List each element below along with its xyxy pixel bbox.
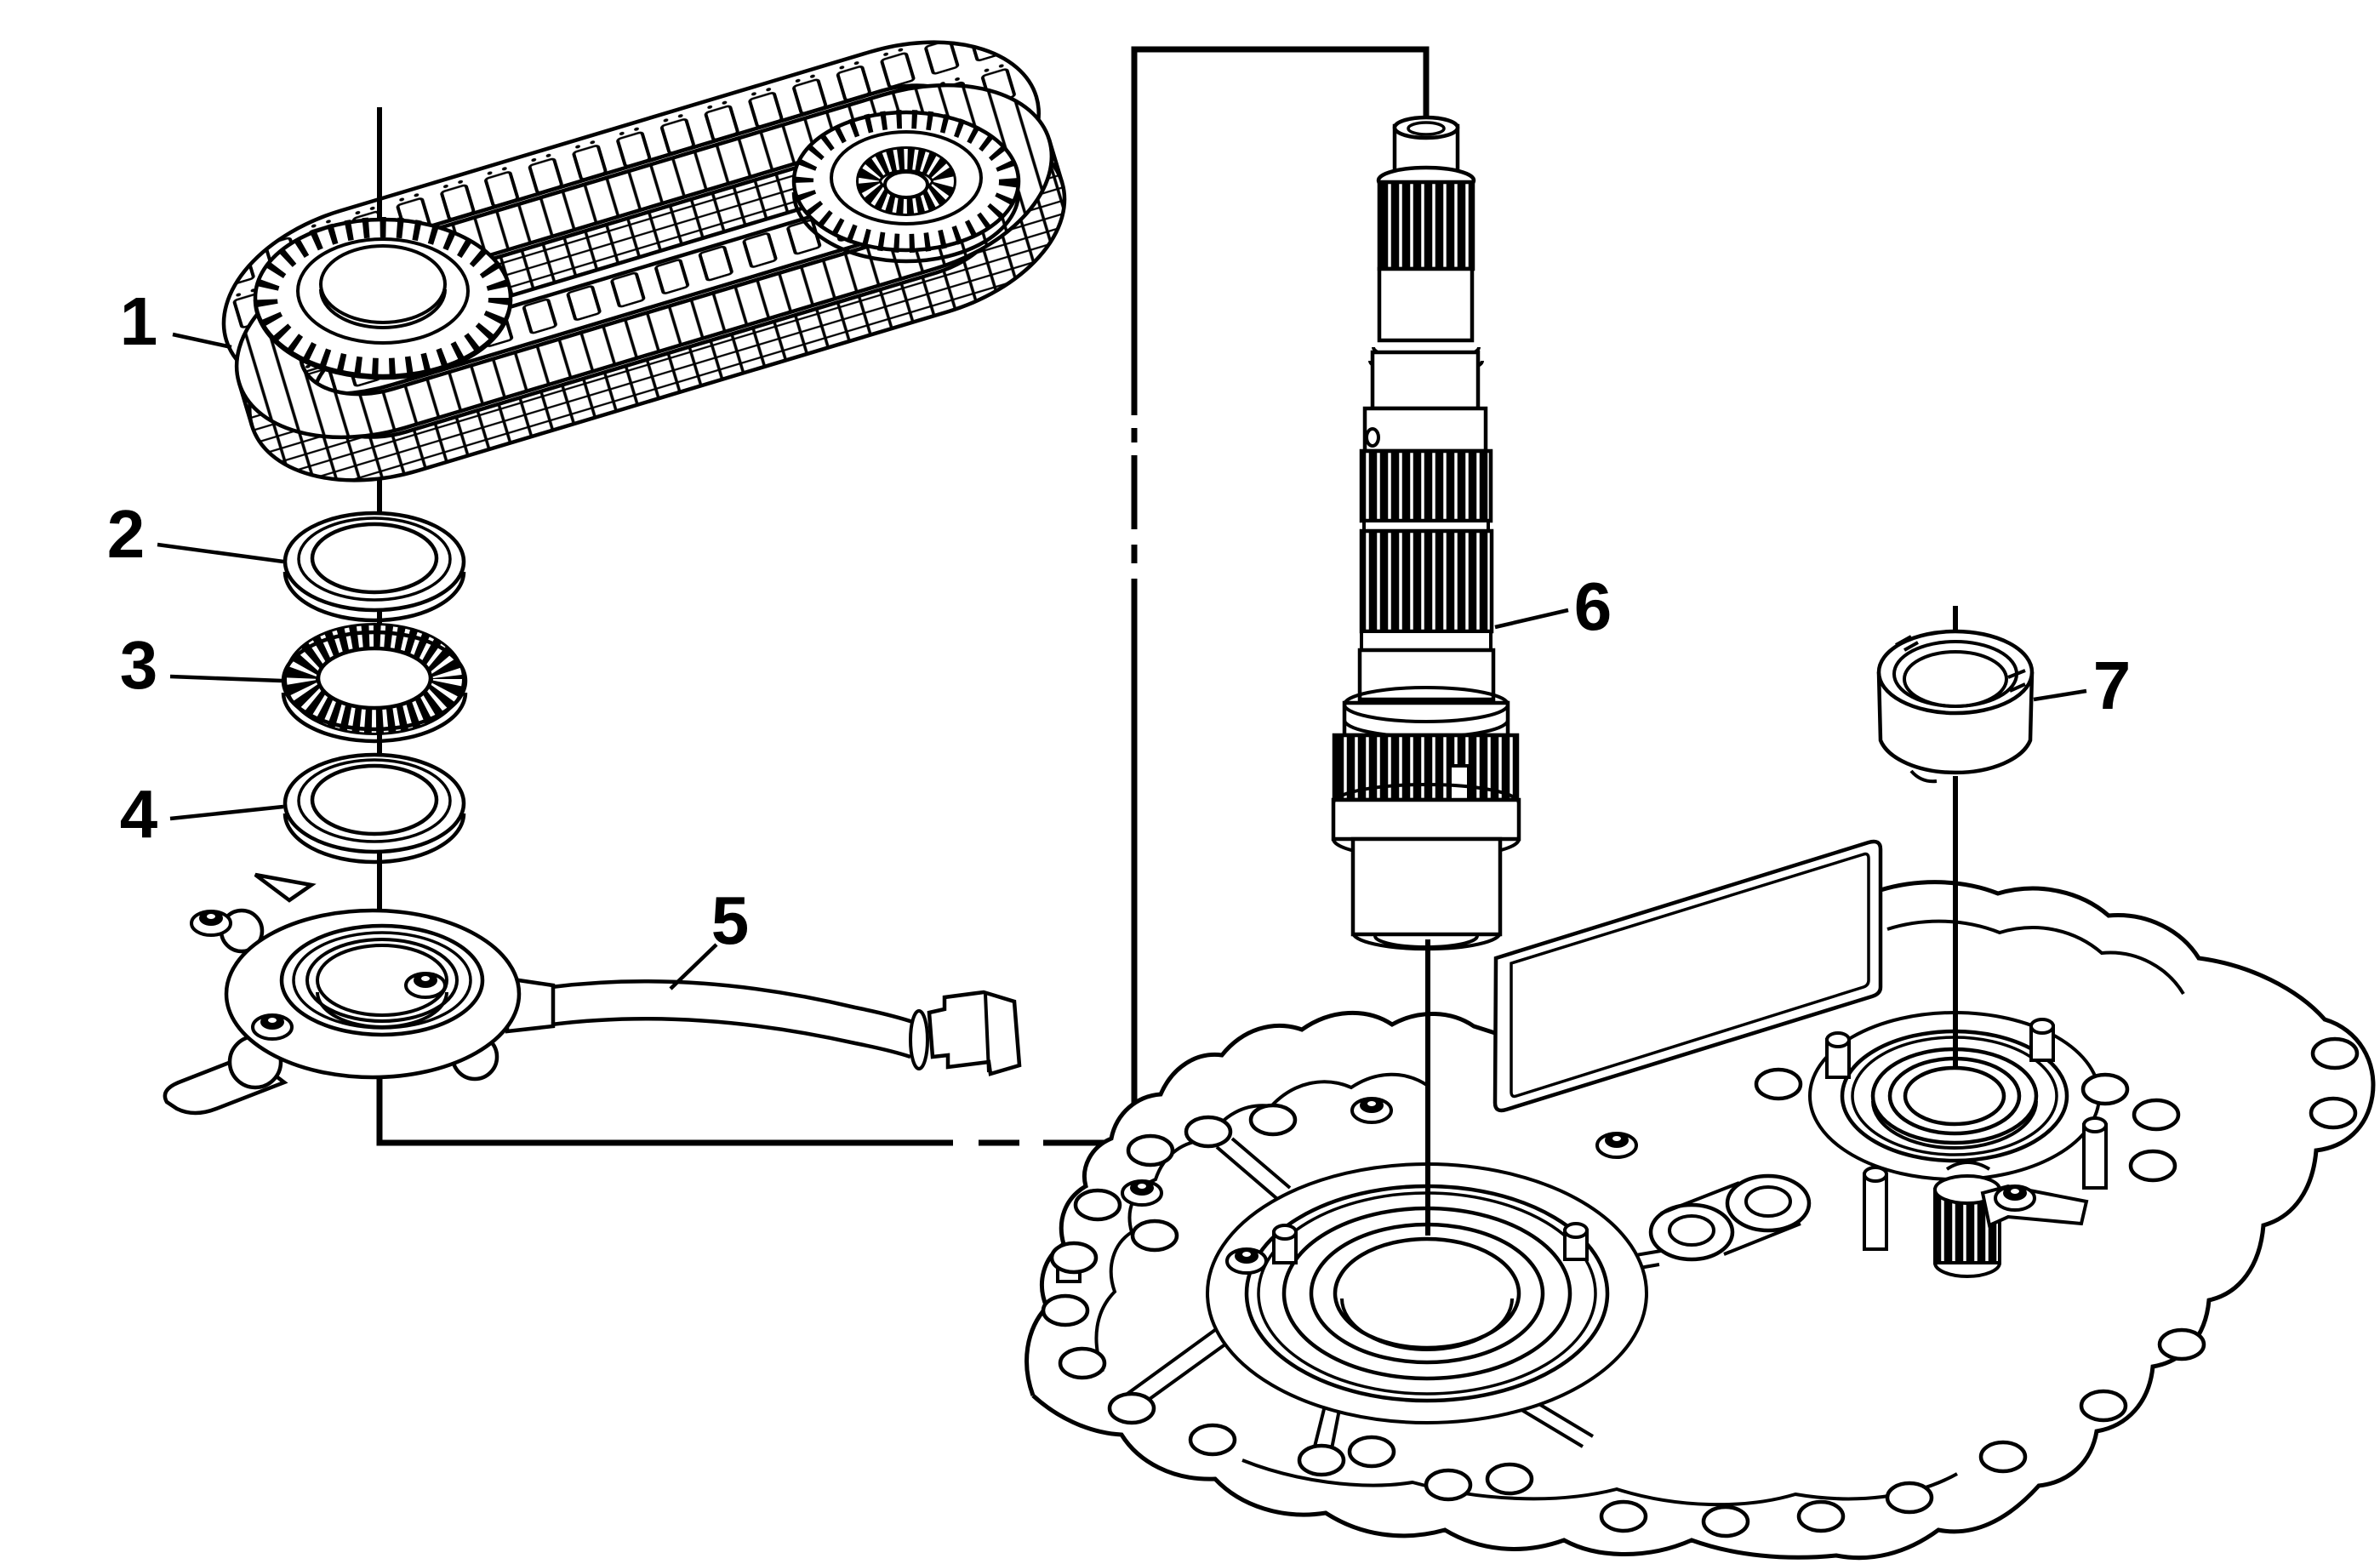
tube-flange [909,1009,929,1070]
callout-label-4: 4 [120,776,158,852]
bushing-notches [1895,635,2026,784]
pump-screw [404,971,447,999]
output-shaft [1331,115,1521,951]
oil-hole [1365,427,1380,448]
tube-connector [927,990,1022,1076]
case-inner-contours [1094,919,2185,1507]
callout-labels: 1 2 3 4 5 6 7 [107,283,2132,958]
thrust-washer-upper [283,511,466,623]
drive-chain [200,10,1088,513]
callout-leader [669,943,718,990]
bore-centerlines [1425,776,1958,1236]
case-screw [1225,1247,1268,1275]
callout-label-5: 5 [711,882,750,958]
callout-leaders [157,332,2087,990]
kidney-boss [1648,1173,1812,1262]
spline-section [1359,528,1494,634]
callout-label-1: 1 [120,283,158,359]
callout-label-6: 6 [1574,568,1612,644]
pump-tube [551,979,916,1059]
case-screw [1595,1131,1638,1159]
callout-label-2: 2 [107,496,146,572]
case-outline [1031,880,2376,1561]
case-screw [1350,1096,1393,1124]
callout-label-7: 7 [2093,648,2132,723]
callout-leader [169,674,283,683]
callout-leader [169,804,284,821]
case-screw [1994,1184,2036,1212]
transfer-case-cover [1024,880,2376,1561]
case-screw [1121,1179,1163,1207]
spline-section [1359,448,1493,523]
sprocket-lower [253,217,513,380]
assembly-datum-line [376,46,1430,1146]
gasket-plate [1492,839,1883,1113]
callout-label-3: 3 [120,627,158,703]
callout-leader [2033,688,2087,702]
callout-leader [157,542,284,564]
thrust-washer-lower [283,752,466,865]
oil-pump-assembly [163,872,1022,1116]
callout-leader [1494,608,1569,630]
bushing [1876,606,2035,784]
pump-screw [251,1013,294,1041]
callout-leader [172,332,232,350]
pump-tab [254,872,317,903]
pump-screw [190,909,232,937]
spline-section [1377,180,1475,271]
sprocket-upper [791,110,1021,264]
serrated-bearing-race [281,623,468,744]
